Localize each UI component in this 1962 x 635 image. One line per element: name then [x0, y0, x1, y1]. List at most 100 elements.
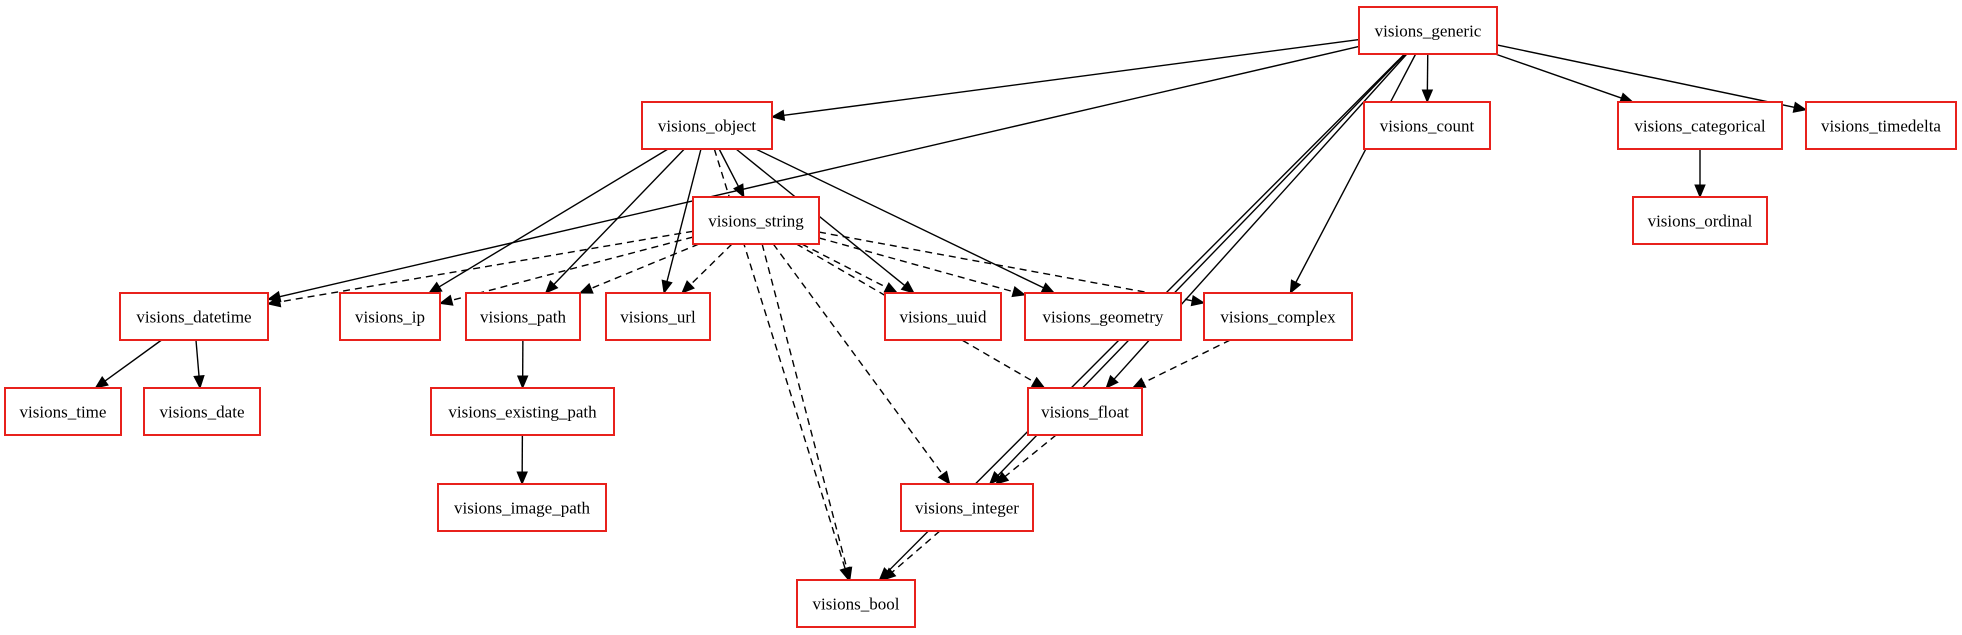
edge-line — [755, 148, 1044, 289]
node-label: visions_existing_path — [448, 403, 597, 422]
arrowhead — [94, 376, 109, 389]
node-label: visions_timedelta — [1821, 117, 1941, 136]
arrowhead — [1289, 279, 1302, 295]
arrowhead — [544, 280, 559, 294]
node-visions_uuid: visions_uuid — [884, 292, 1002, 341]
edge-visions_string-to-visions_datetime — [266, 230, 694, 308]
edge-visions_complex-to-visions_float — [1131, 339, 1231, 389]
arrowhead — [1105, 374, 1119, 389]
node-label: visions_date — [160, 403, 245, 422]
edge-visions_string-to-visions_path — [578, 243, 700, 294]
arrowhead — [770, 109, 786, 122]
arrowhead — [193, 375, 205, 390]
edge-visions_string-to-visions_url — [681, 243, 733, 294]
edge-line — [772, 243, 944, 475]
node-label: visions_count — [1380, 117, 1475, 136]
node-visions_timedelta: visions_timedelta — [1805, 101, 1957, 150]
arrowhead — [988, 471, 1003, 485]
node-label: visions_path — [480, 308, 566, 327]
edge-line — [1143, 339, 1231, 384]
arrowhead — [1190, 294, 1206, 307]
edge-line — [761, 243, 848, 569]
node-box — [119, 292, 269, 341]
node-visions_object: visions_object — [641, 101, 773, 150]
nodes-layer: visions_generic visions_object visions_cou… — [4, 6, 1957, 628]
arrowhead — [516, 375, 529, 390]
node-visions_ip: visions_ip — [339, 292, 441, 341]
node-box — [143, 387, 261, 436]
node-box — [1203, 292, 1353, 341]
node-visions_time: visions_time — [4, 387, 122, 436]
node-box — [605, 292, 711, 341]
arrowhead — [266, 296, 282, 308]
node-label: visions_uuid — [900, 308, 987, 327]
node-box — [1027, 387, 1143, 436]
node-visions_url: visions_url — [605, 292, 711, 341]
node-label: visions_categorical — [1634, 117, 1766, 136]
arrowhead — [1040, 282, 1056, 294]
edge-line — [590, 243, 700, 290]
node-box — [796, 579, 916, 628]
edge-line — [1295, 53, 1417, 283]
edge-visions_string-to-visions_geometry — [818, 237, 1027, 298]
node-box — [465, 292, 581, 341]
arrowhead — [733, 183, 745, 199]
arrowhead — [1030, 376, 1046, 389]
arrowhead — [1011, 286, 1027, 298]
node-box — [430, 387, 615, 436]
edge-visions_string-to-visions_bool — [761, 243, 853, 582]
edge-visions_existing_path-to-visions_image_path — [516, 434, 528, 486]
node-label: visions_complex — [1220, 308, 1336, 327]
edge-visions_path-to-visions_existing_path — [516, 339, 529, 390]
edge-visions_object-to-visions_path — [544, 148, 685, 294]
node-box — [1363, 101, 1491, 150]
edge-visions_generic-to-visions_complex — [1289, 53, 1417, 295]
edge-visions_object-to-visions_url — [661, 148, 702, 295]
node-visions_ordinal: visions_ordinal — [1632, 196, 1768, 245]
node-box — [1805, 101, 1957, 150]
node-box — [339, 292, 441, 341]
edge-line — [279, 230, 694, 303]
edge-visions_generic-to-visions_count — [1421, 53, 1434, 104]
node-label: visions_datetime — [136, 308, 251, 327]
edge-line — [104, 339, 163, 382]
arrowhead — [841, 566, 853, 582]
arrowhead — [1792, 101, 1808, 113]
node-visions_float: visions_float — [1027, 387, 1143, 436]
edge-line — [818, 231, 1193, 302]
arrowhead — [900, 280, 915, 294]
node-visions_categorical: visions_categorical — [1617, 101, 1783, 150]
arrowhead — [1131, 377, 1147, 389]
edge-line — [801, 243, 887, 289]
edge-visions_generic-to-visions_categorical — [1495, 53, 1634, 104]
node-visions_path: visions_path — [465, 292, 581, 341]
node-box — [437, 483, 607, 532]
node-visions_image_path: visions_image_path — [437, 483, 607, 532]
node-label: visions_string — [708, 212, 804, 231]
node-label: visions_integer — [915, 499, 1019, 518]
arrowhead — [438, 294, 454, 306]
edge-line — [818, 237, 1014, 293]
arrowhead — [883, 282, 899, 294]
edge-line — [735, 148, 906, 286]
arrowhead — [937, 470, 951, 486]
edge-line — [195, 339, 200, 377]
edge-visions_categorical-to-visions_ordinal — [1694, 149, 1706, 199]
node-label: visions_image_path — [454, 499, 590, 518]
node-label: visions_ordinal — [1648, 212, 1753, 231]
node-label: visions_ip — [355, 308, 425, 327]
arrowhead — [882, 567, 897, 581]
edge-line — [1496, 44, 1795, 108]
node-label: visions_float — [1041, 403, 1129, 422]
arrowhead — [427, 281, 443, 294]
edge-line — [438, 148, 669, 288]
node-visions_generic: visions_generic — [1358, 6, 1498, 55]
node-visions_integer: visions_integer — [900, 483, 1034, 532]
node-visions_bool: visions_bool — [796, 579, 916, 628]
arrowhead — [516, 471, 528, 486]
edge-visions_integer-to-visions_bool — [882, 530, 941, 581]
arrowhead — [661, 279, 673, 295]
node-visions_existing_path: visions_existing_path — [430, 387, 615, 436]
node-label: visions_time — [20, 403, 107, 422]
